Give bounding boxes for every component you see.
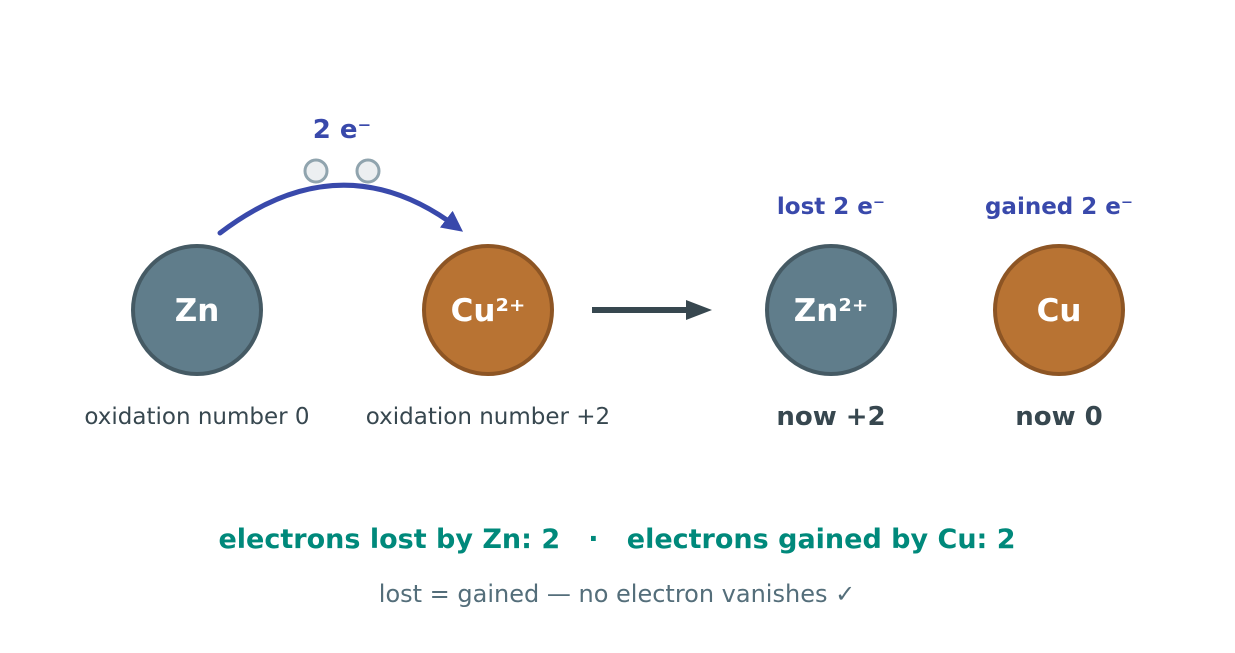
zinc-atom-circle xyxy=(131,244,263,376)
zinc-ion-change-label: lost 2 e⁻ xyxy=(777,194,885,220)
zinc-oxidation-label: oxidation number 0 xyxy=(84,404,309,430)
zinc-ion-symbol: Zn²⁺ xyxy=(794,293,869,329)
copper-state-label: now 0 xyxy=(1015,402,1103,432)
right-arrow-icon xyxy=(592,300,712,320)
electron-dot-icon xyxy=(355,158,381,184)
curved-arrow-icon xyxy=(217,182,464,236)
copper-ion-symbol: Cu²⁺ xyxy=(451,293,526,329)
zinc-atom: Zn xyxy=(131,244,263,376)
zinc-ion-state-label: now +2 xyxy=(776,402,885,432)
copper-atom-circle xyxy=(993,244,1125,376)
electron-dot-icon xyxy=(303,158,329,184)
zinc-symbol: Zn xyxy=(175,293,220,329)
copper-change-label: gained 2 e⁻ xyxy=(985,194,1133,220)
electron-transfer-label: 2 e⁻ xyxy=(313,115,372,145)
copper-symbol: Cu xyxy=(1037,293,1082,329)
copper-atom: Cu xyxy=(993,244,1125,376)
zinc-ion-circle xyxy=(765,244,897,376)
copper-ion: Cu²⁺ xyxy=(422,244,554,376)
conservation-footer: lost = gained — no electron vanishes ✓ xyxy=(379,580,855,608)
zinc-ion: Zn²⁺ xyxy=(765,244,897,376)
copper-ion-oxidation-label: oxidation number +2 xyxy=(366,404,610,430)
electron-balance-summary: electrons lost by Zn: 2 · electrons gain… xyxy=(218,524,1015,555)
copper-ion-circle xyxy=(422,244,554,376)
